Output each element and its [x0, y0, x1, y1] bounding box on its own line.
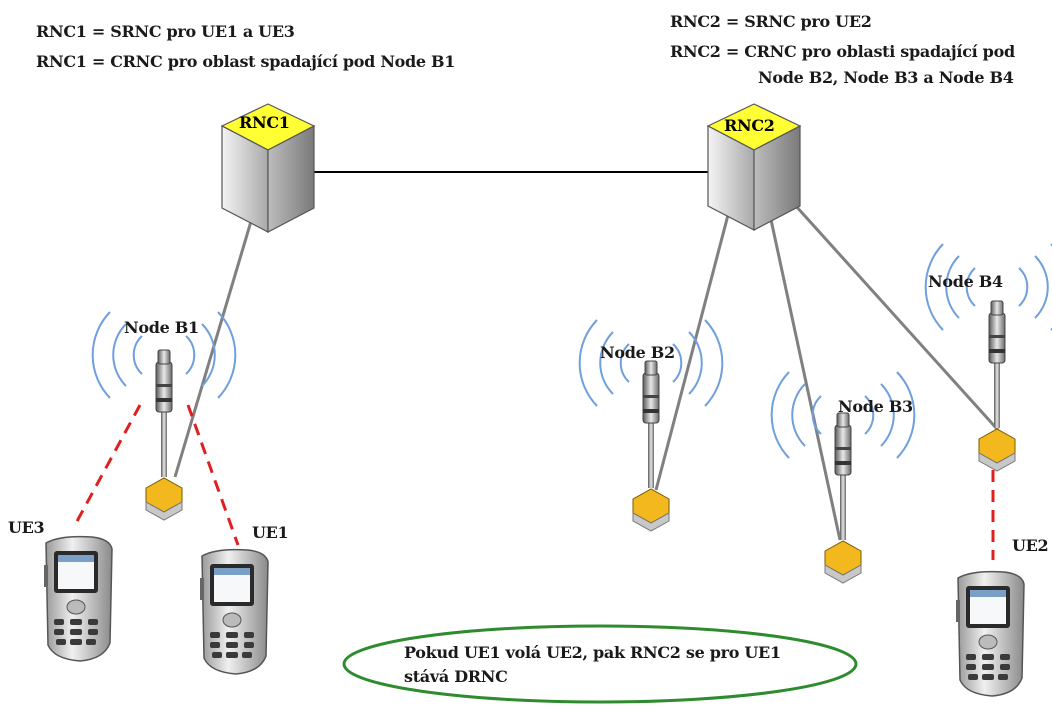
note-line1: Pokud UE1 volá UE2, pak RNC2 se pro UE1: [404, 643, 781, 662]
ue2-phone: [955, 570, 1025, 697]
nodeb4-tower: [978, 300, 1016, 472]
nodeb4-label: Node B4: [928, 272, 1003, 291]
header-right-line1: RNC2 = SRNC pro UE2: [670, 12, 872, 31]
link-rnc2-nodeb4: [793, 203, 1000, 432]
nodeb2-tower: [632, 360, 670, 532]
nodeb1-label: Node B1: [124, 318, 199, 337]
rnc1-node: [220, 103, 316, 233]
rnc2-node: [706, 103, 802, 231]
header-left-line1: RNC1 = SRNC pro UE1 a UE3: [36, 22, 295, 41]
header-left-line2: RNC1 = CRNC pro oblast spadající pod Nod…: [36, 52, 456, 71]
rnc2-label: RNC2: [724, 116, 775, 135]
ue1-label: UE1: [252, 523, 289, 542]
header-right-line3: Node B2, Node B3 a Node B4: [758, 68, 1014, 87]
ue1-phone: [199, 548, 269, 675]
nodeb2-label: Node B2: [600, 343, 675, 362]
ue3-phone: [43, 535, 113, 662]
link-rnc2-nodeb3: [768, 214, 842, 541]
header-right-line2: RNC2 = CRNC pro oblasti spadající pod: [670, 42, 1015, 61]
radio-link-ue3: [73, 404, 142, 526]
ue2-label: UE2: [1012, 536, 1049, 555]
radio-link-ue1: [186, 404, 240, 546]
nodeb1-tower: [145, 349, 183, 521]
note-line2: stává DRNC: [404, 667, 508, 686]
ue3-label: UE3: [8, 518, 45, 537]
note-ellipse: [342, 624, 858, 704]
rnc1-label: RNC1: [239, 113, 290, 132]
nodeb3-label: Node B3: [838, 397, 913, 416]
link-rnc2-nodeb2: [654, 214, 730, 491]
